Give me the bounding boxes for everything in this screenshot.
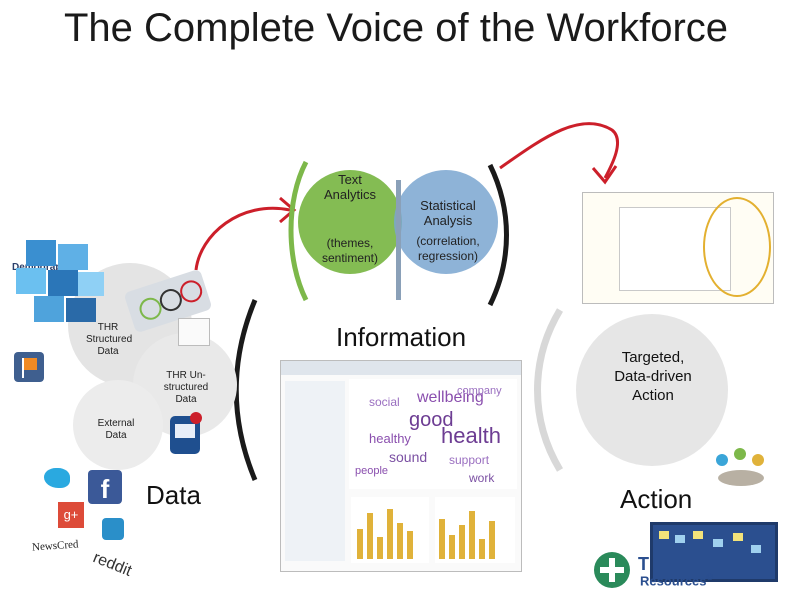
line-chart-thumbnail (435, 497, 515, 563)
bracket-arc-icon (534, 308, 564, 472)
planning-board-thumbnail (650, 522, 778, 582)
trademark: ® (706, 572, 714, 582)
curved-arrow-icon (499, 122, 619, 179)
analysis-divider (396, 180, 401, 300)
cube-cluster-icon (12, 240, 104, 324)
bracket-arc-icon (487, 163, 509, 307)
statistical-analysis-label: Statistical Analysis (420, 198, 476, 228)
action-plan-thumbnail (582, 192, 774, 304)
statistical-analysis-sub: (correlation, regression) (416, 234, 480, 263)
brand-partial-letters: T (638, 554, 649, 574)
twitter-icon (44, 468, 70, 488)
brand-logo-icon (594, 552, 630, 588)
information-dashboard: good health wellbeing social sound suppo… (280, 360, 522, 572)
external-data-bubble (73, 380, 163, 470)
demographics-label: Demographics (12, 262, 82, 273)
facebook-icon: f (88, 470, 122, 504)
text-analytics-sub: (themes, sentiment) (321, 236, 379, 265)
word-cloud: good health wellbeing social sound suppo… (349, 379, 517, 489)
bracket-arc-icon (233, 299, 258, 481)
slide-title: The Complete Voice of the Workforce (63, 6, 729, 50)
statistical-analysis-bubble (394, 170, 498, 274)
text-analytics-bubble (298, 170, 402, 274)
brand-name-text: Resources (640, 573, 707, 589)
flag-app-icon (14, 352, 44, 382)
external-data-label: External Data (97, 418, 135, 441)
information-label: Information (336, 322, 467, 352)
thr-structured-label: THR Structured Data (86, 322, 133, 357)
bracket-arc-icon (288, 160, 309, 302)
yammer-icon (102, 518, 124, 540)
people-meeting-icon (712, 448, 772, 496)
bar-chart-thumbnail (351, 497, 429, 563)
email-app-icon (170, 412, 202, 454)
action-label: Action (620, 484, 693, 514)
survey-thumbnail (178, 318, 210, 346)
curved-arrow-icon (591, 165, 618, 185)
curved-arrow-icon (194, 206, 291, 271)
text-analytics-label: Text Analytics (323, 172, 377, 202)
data-label: Data (146, 480, 201, 510)
action-bubble (576, 314, 728, 466)
targeted-action-label: Targeted, Data-driven Action (614, 349, 692, 404)
google-plus-icon: g+ (58, 502, 84, 528)
brand-name: Resources® (640, 572, 713, 588)
thr-unstructured-label: THR Un-structured Data (163, 370, 209, 405)
